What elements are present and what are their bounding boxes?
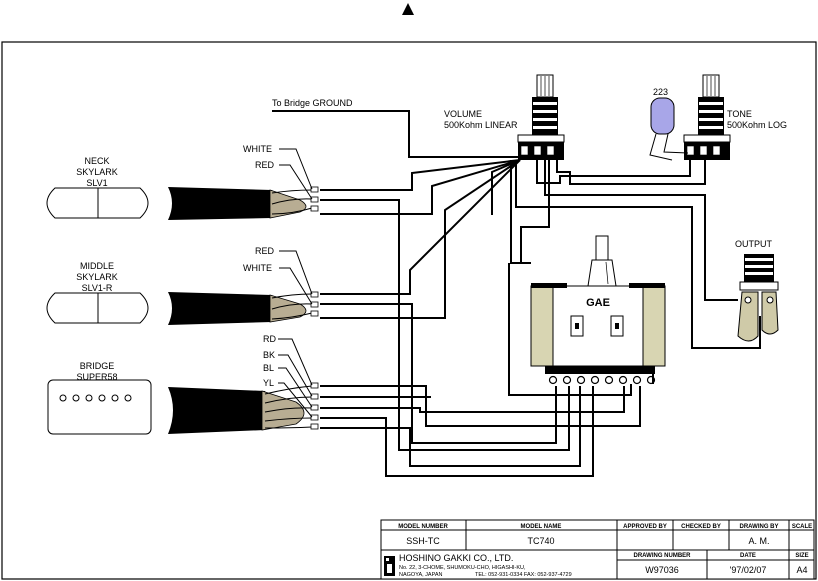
company-address-1: No. 22, 3-CHOME, SHUMOKU-CHO, HIGASHI-KU… [399, 565, 526, 571]
orientation-arrow-icon [402, 3, 414, 15]
bridge-pickup: BRIDGE SUPER58 [47, 361, 152, 435]
wiring: To Bridge GROUND [272, 98, 761, 477]
title-block: MODEL NUMBER MODEL NAME APPROVED BY CHEC… [380, 519, 815, 580]
model-number-value: SSH-TC [406, 536, 440, 546]
neck-wire-red-label: RED [255, 160, 275, 170]
company-logo [384, 556, 395, 576]
bridge-wire-bk-label: BK [263, 350, 275, 360]
tone-capacitor: 223 [649, 87, 689, 161]
middle-wire-white-label: WHITE [243, 263, 272, 273]
output-jack: OUTPUT [735, 239, 779, 342]
size-value: A4 [796, 565, 807, 575]
tone-value-label: 500Kohm LOG [727, 120, 787, 130]
selector-switch: GAE [530, 235, 666, 385]
middle-pickup-label-2: SKYLARK [76, 272, 118, 282]
middle-wire-red-label: RED [255, 246, 275, 256]
bridge-pickup-label-2: SUPER58 [76, 372, 117, 382]
company-phone: TEL: 052-931-0334 FAX: 052-937-4729 [475, 572, 572, 578]
drawing-number-value: W97036 [645, 565, 679, 575]
neck-wire-labels: WHITE RED [243, 144, 313, 200]
neck-cable [168, 186, 319, 220]
neck-pickup-label-3: SLV1 [86, 178, 107, 188]
capacitor-label: 223 [653, 87, 668, 97]
header-date: DATE [740, 553, 756, 559]
middle-pickup-label-3: SLV1-R [82, 283, 113, 293]
middle-cable [168, 291, 319, 325]
company-name: HOSHINO GAKKI CO., LTD. [399, 553, 513, 563]
header-drawing-by: DRAWING BY [740, 524, 779, 530]
switch-label: GAE [586, 297, 610, 309]
bridge-ground-label: To Bridge GROUND [272, 98, 353, 108]
tone-pot: TONE 500Kohm LOG [683, 74, 787, 160]
middle-pickup: MIDDLE SKYLARK SLV1-R [46, 261, 149, 324]
header-size: SIZE [795, 553, 808, 559]
volume-label: VOLUME [444, 109, 482, 119]
switch-lugs [548, 375, 656, 385]
drawing-by-value: A. M. [748, 536, 769, 546]
header-model-name: MODEL NAME [521, 524, 562, 530]
bridge-pickup-label-1: BRIDGE [80, 361, 115, 371]
neck-pickup-label-2: SKYLARK [76, 167, 118, 177]
output-label: OUTPUT [735, 239, 773, 249]
bridge-cable [168, 382, 319, 434]
bridge-wire-labels: RD BK BL YL [263, 334, 313, 418]
volume-value-label: 500Kohm LINEAR [444, 120, 518, 130]
company-address-2: NAGOYA, JAPAN [399, 572, 443, 578]
neck-wire-white-label: WHITE [243, 144, 272, 154]
header-scale: SCALE [792, 524, 812, 530]
bridge-wire-bl-label: BL [263, 363, 274, 373]
header-approved-by: APPROVED BY [623, 524, 667, 530]
bridge-wire-rd-label: RD [263, 334, 276, 344]
middle-pickup-label-1: MIDDLE [80, 261, 114, 271]
volume-pot: VOLUME 500Kohm LINEAR [444, 74, 565, 160]
header-model-number: MODEL NUMBER [398, 524, 448, 530]
date-value: '97/02/07 [730, 565, 767, 575]
neck-pickup-label-1: NECK [84, 156, 109, 166]
header-drawing-number: DRAWING NUMBER [634, 553, 692, 559]
model-name-value: TC740 [527, 536, 554, 546]
middle-wire-labels: RED WHITE [243, 246, 313, 305]
neck-pickup: NECK SKYLARK SLV1 [46, 156, 149, 219]
bridge-wire-yl-label: YL [263, 378, 274, 388]
tone-label: TONE [727, 109, 752, 119]
header-checked-by: CHECKED BY [681, 524, 721, 530]
